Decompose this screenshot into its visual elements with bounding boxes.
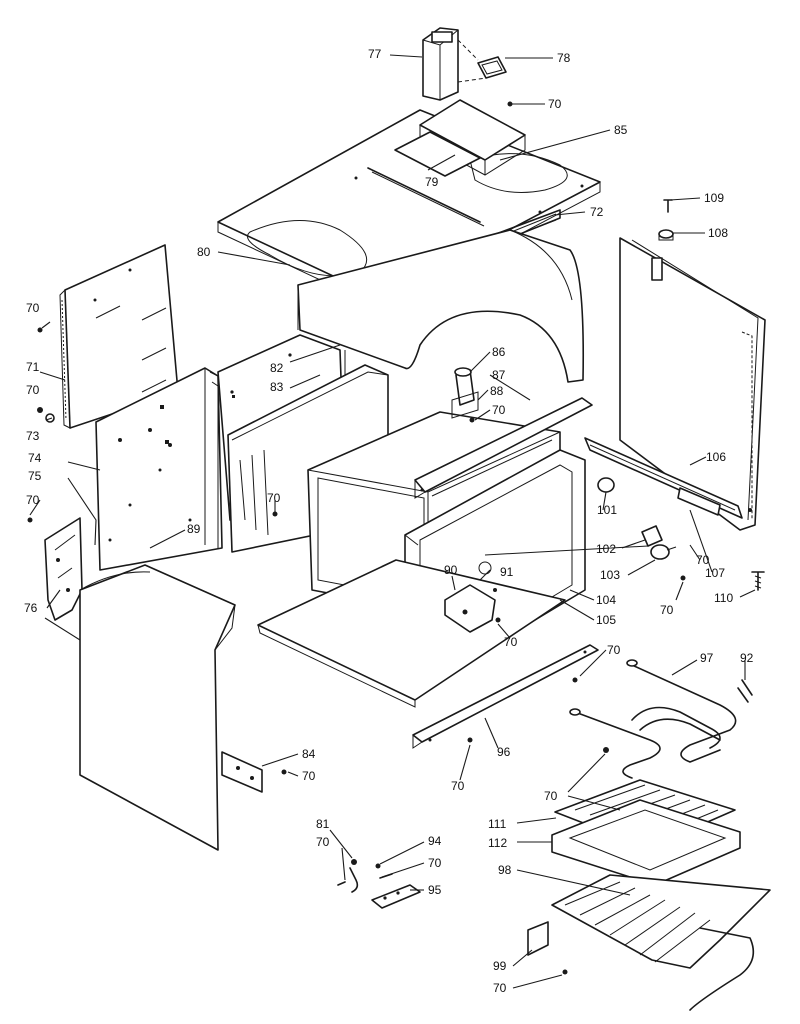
callout-labels: 77 78 70 85 79 72 109 108 80 70 71 70 73… xyxy=(24,47,754,995)
side-panel-right-part xyxy=(619,237,766,531)
callout-70: 70 xyxy=(26,301,40,315)
callout-70: 70 xyxy=(302,769,316,783)
callout-84: 84 xyxy=(302,747,316,761)
callout-91: 91 xyxy=(500,565,514,579)
callout-70: 70 xyxy=(504,635,518,649)
callout-86: 86 xyxy=(492,345,506,359)
callout-107: 107 xyxy=(705,566,725,580)
callout-76: 76 xyxy=(24,601,38,615)
callout-99: 99 xyxy=(493,959,507,973)
mounting-bracket-part xyxy=(44,517,83,621)
knob-108-part xyxy=(658,229,674,241)
callout-98: 98 xyxy=(498,863,512,877)
callout-83: 83 xyxy=(270,380,284,394)
callout-70: 70 xyxy=(26,383,40,397)
callout-81: 81 xyxy=(316,817,330,831)
callout-96: 96 xyxy=(497,745,511,759)
screw-109-part xyxy=(663,199,673,213)
callout-70: 70 xyxy=(316,835,330,849)
light-cover-part xyxy=(597,477,615,493)
callout-70: 70 xyxy=(428,856,442,870)
callout-70: 70 xyxy=(26,493,40,507)
light-socket-part xyxy=(484,525,663,556)
front-door-panel-part xyxy=(79,564,236,851)
callout-70: 70 xyxy=(548,97,562,111)
callout-109: 109 xyxy=(704,191,724,205)
control-bracket-part xyxy=(337,859,393,893)
callout-78: 78 xyxy=(557,51,571,65)
callout-70: 70 xyxy=(493,981,507,995)
oven-hood-part xyxy=(297,229,585,383)
callout-70: 70 xyxy=(267,491,281,505)
callout-73: 73 xyxy=(26,429,40,443)
light-bulb-part xyxy=(650,544,677,560)
rail-top-part xyxy=(414,397,593,499)
callout-70: 70 xyxy=(607,643,621,657)
callout-101: 101 xyxy=(597,503,617,517)
callout-80: 80 xyxy=(197,245,211,259)
door-hinge-part xyxy=(221,751,263,793)
callout-97: 97 xyxy=(700,651,714,665)
callout-82: 82 xyxy=(270,361,284,375)
rack-clip-part xyxy=(527,921,549,956)
callout-104: 104 xyxy=(596,593,616,607)
callout-75: 75 xyxy=(28,469,42,483)
vent-duct-part xyxy=(422,27,459,101)
callout-92: 92 xyxy=(740,651,754,665)
broiler-pan-part xyxy=(551,799,741,886)
callout-70: 70 xyxy=(451,779,465,793)
callout-108: 108 xyxy=(708,226,728,240)
vent-trim-part xyxy=(457,39,507,83)
callout-106: 106 xyxy=(706,450,726,464)
callout-87: 87 xyxy=(492,368,506,382)
callout-90: 90 xyxy=(444,563,458,577)
callout-103: 103 xyxy=(600,568,620,582)
callout-71: 71 xyxy=(26,360,40,374)
callout-102: 102 xyxy=(596,542,616,556)
side-panel-left-part xyxy=(95,367,223,571)
hinge-bracket-part xyxy=(444,584,497,633)
broiler-rail-part xyxy=(584,437,743,519)
bolt-110-part xyxy=(751,571,765,591)
callout-72: 72 xyxy=(590,205,604,219)
callout-94: 94 xyxy=(428,834,442,848)
callout-95: 95 xyxy=(428,883,442,897)
callout-70: 70 xyxy=(544,789,558,803)
broil-element-part xyxy=(569,659,753,779)
screws-part xyxy=(27,101,686,975)
callout-89: 89 xyxy=(187,522,201,536)
callout-88: 88 xyxy=(490,384,504,398)
oven-rack-part xyxy=(551,874,771,1011)
callout-105: 105 xyxy=(596,613,616,627)
rail-bottom-part xyxy=(412,644,599,749)
callout-70: 70 xyxy=(492,403,506,417)
flue-tube-part xyxy=(451,367,479,419)
callout-70: 70 xyxy=(660,603,674,617)
cooktop-panel-part xyxy=(217,99,601,309)
control-plate-part xyxy=(371,884,421,909)
callout-74: 74 xyxy=(28,451,42,465)
callout-112: 112 xyxy=(488,836,507,850)
leader-lines xyxy=(29,54,756,989)
callout-111: 111 xyxy=(488,817,507,831)
callout-70: 70 xyxy=(696,553,710,567)
callout-85: 85 xyxy=(614,123,628,137)
callout-79: 79 xyxy=(425,175,439,189)
callout-110: 110 xyxy=(714,591,733,605)
oven-bottom-part xyxy=(257,559,566,708)
callout-77: 77 xyxy=(368,47,382,61)
